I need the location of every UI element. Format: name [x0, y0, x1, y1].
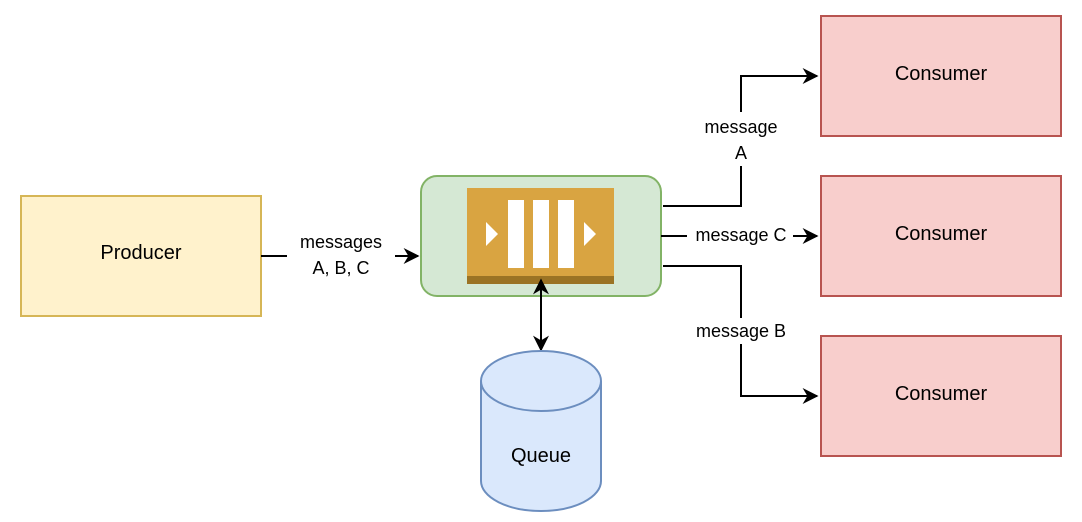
consumer-box [820, 15, 1062, 137]
queue-top [480, 350, 602, 412]
edge-label-message-a-1: message [704, 117, 777, 137]
edge-label-bg [695, 112, 787, 166]
consumer-label: Consumer [895, 383, 988, 405]
queue-node[interactable]: Queue [480, 350, 602, 512]
edge-broker-consumer-mid: message C [661, 222, 819, 248]
edge-label-messages: messages [300, 232, 382, 252]
message-queue-icon [467, 188, 614, 284]
edge-label-abc: A, B, C [312, 258, 369, 278]
edge-broker-consumer-bottom: message B [663, 265, 819, 404]
consumer-node-1[interactable]: Consumer [820, 15, 1062, 137]
producer-node[interactable]: Producer [20, 195, 262, 317]
producer-box [20, 195, 262, 317]
edge-producer-broker: messages A, B, C [261, 230, 420, 280]
consumer-label: Consumer [895, 223, 988, 245]
edge-label-bg [287, 230, 395, 280]
consumer-box [820, 335, 1062, 457]
edge-label-message-b: message B [696, 321, 786, 341]
edge-label-bg [687, 222, 793, 248]
consumer-box [820, 175, 1062, 297]
queue-body [480, 381, 602, 512]
edge-broker-consumer-top: message A [663, 68, 819, 207]
producer-label: Producer [100, 242, 181, 264]
edge-label-bg [685, 318, 797, 344]
consumer-node-2[interactable]: Consumer [820, 175, 1062, 297]
queue-label: Queue [511, 445, 571, 467]
edge-label-message-c: message C [695, 225, 786, 245]
edge-label-message-a-2: A [735, 143, 747, 163]
consumer-node-3[interactable]: Consumer [820, 335, 1062, 457]
consumer-label: Consumer [895, 63, 988, 85]
broker-node[interactable] [420, 175, 662, 297]
